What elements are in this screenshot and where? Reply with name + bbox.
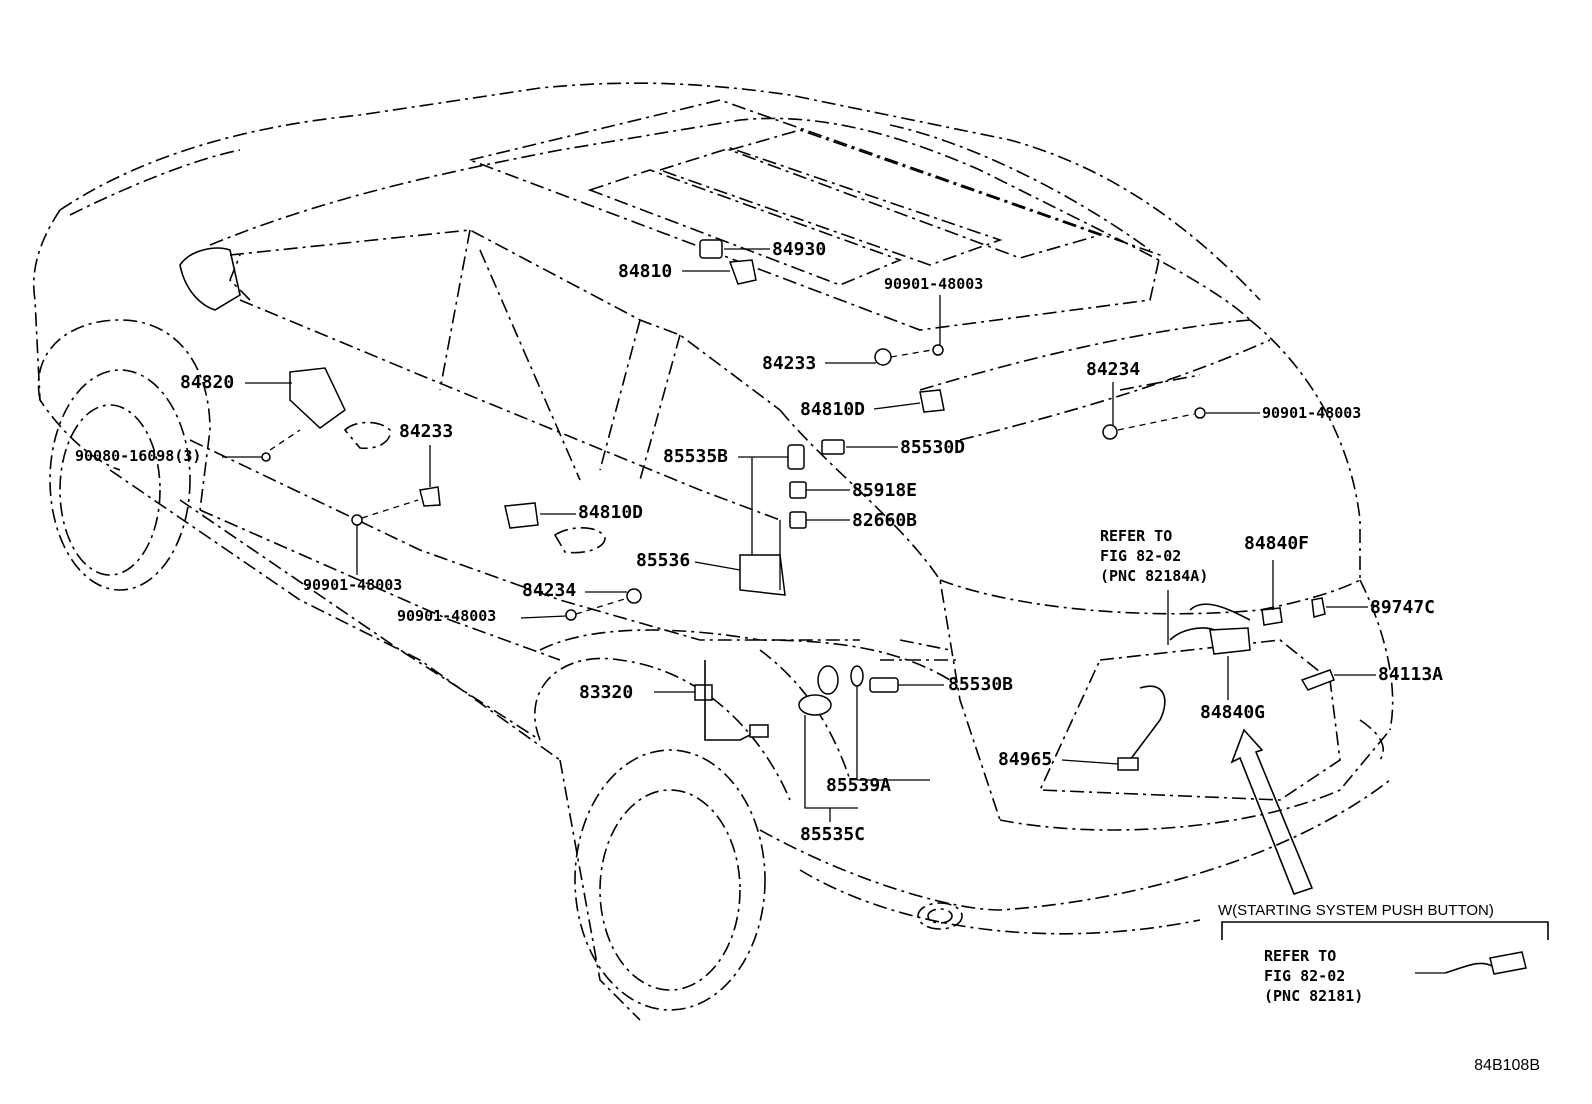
label-82660B: 82660B (852, 510, 918, 531)
label-85530D: 85530D (900, 437, 966, 458)
refer-note-line1: REFER TO (1100, 527, 1173, 545)
label-85918E: 85918E (852, 480, 918, 501)
inset-wire (1444, 962, 1493, 974)
part-84930-shape (699, 239, 723, 259)
label-85539A: 85539A (826, 775, 892, 796)
label-84234-left: 84234 (522, 580, 577, 601)
inset-bracket (1221, 921, 1549, 940)
label-84233-left: 84233 (399, 421, 454, 442)
screw-90080-shape (261, 452, 271, 462)
part-85535B-shape (787, 444, 805, 470)
refer-note-line2: FIG 82-02 (1100, 547, 1182, 565)
part-84234-right-shape (1102, 424, 1118, 440)
part-84965-wire (1129, 685, 1166, 761)
label-84930: 84930 (772, 239, 827, 260)
part-83320-connector (749, 724, 769, 738)
inset-title: W(STARTING SYSTEM PUSH BUTTON) (1218, 902, 1494, 919)
part-85530B-shape (869, 677, 899, 693)
label-90901-top: 90901-48003 (884, 275, 984, 293)
bolt-lower-left-shape (565, 609, 577, 621)
part-85530D-shape (821, 439, 845, 455)
label-83320: 83320 (579, 682, 634, 703)
label-90901-right: 90901-48003 (1262, 404, 1362, 422)
refer-note-82184A: REFER TO FIG 82-02 (PNC 82184A) (1100, 526, 1208, 586)
part-84233-top-shape (874, 348, 892, 366)
label-85530B: 85530B (948, 674, 1014, 695)
part-85539A-shape (850, 665, 864, 687)
bolt-right-shape (1194, 407, 1206, 419)
part-84233-left-shape (419, 486, 441, 507)
label-85536: 85536 (636, 550, 691, 571)
label-85535C: 85535C (800, 824, 866, 845)
inset-refer-line2: FIG 82-02 (1264, 967, 1346, 985)
figure-code: 84B108B (1474, 1057, 1540, 1074)
switch-wire-a (1189, 603, 1251, 621)
label-90080: 90080-16098(3) (75, 447, 202, 465)
label-84113A: 84113A (1378, 664, 1444, 685)
part-83320-shape (694, 684, 713, 701)
part-84965-connector (1117, 757, 1139, 771)
part-84113A-shape (1300, 669, 1335, 691)
leader-lines (222, 248, 1376, 822)
parts-shapes (261, 239, 1335, 771)
label-85535B: 85535B (663, 446, 729, 467)
bolt-left-shape (351, 514, 363, 526)
part-85918E-shape (789, 481, 807, 499)
bolt-top-shape (932, 344, 944, 356)
part-84820-shape (289, 367, 346, 429)
inset-switch-shape (1489, 951, 1527, 975)
part-84840F-shape (1261, 607, 1283, 626)
label-84810D-upper: 84810D (800, 399, 866, 420)
label-84965: 84965 (998, 749, 1053, 770)
inset-refer-note: REFER TO FIG 82-02 (PNC 82181) (1264, 946, 1363, 1006)
part-84840G-shape (1209, 627, 1251, 655)
part-84810-shape (728, 259, 757, 285)
part-84810D-upper-shape (919, 389, 945, 413)
inset-refer-line3: (PNC 82181) (1264, 987, 1364, 1005)
part-89747C-shape (1311, 597, 1326, 618)
inset-refer-line1: REFER TO (1264, 947, 1337, 965)
part-85535C-socket-b (798, 694, 832, 716)
part-85535C-socket-a (817, 665, 839, 695)
refer-note-line3: (PNC 82184A) (1100, 567, 1209, 585)
label-84810: 84810 (618, 261, 673, 282)
label-84233-top: 84233 (762, 353, 817, 374)
label-84810D-lower: 84810D (578, 502, 644, 523)
part-82660B-shape (789, 511, 807, 529)
label-90901-left2: 90901-48003 (397, 607, 497, 625)
part-84234-left-shape (626, 588, 642, 604)
vehicle-body-outline (32, 82, 1394, 1021)
switch-wire-b (1169, 627, 1216, 641)
label-90901-left1: 90901-48003 (303, 576, 403, 594)
part-84810D-lower-shape (504, 502, 539, 529)
label-84234-right: 84234 (1086, 359, 1141, 380)
label-84840G: 84840G (1200, 702, 1266, 723)
label-84840F: 84840F (1244, 533, 1310, 554)
part-85536-shape (739, 554, 786, 596)
inset-arrow (1230, 728, 1314, 895)
label-84820: 84820 (180, 372, 235, 393)
label-89747C: 89747C (1370, 597, 1436, 618)
